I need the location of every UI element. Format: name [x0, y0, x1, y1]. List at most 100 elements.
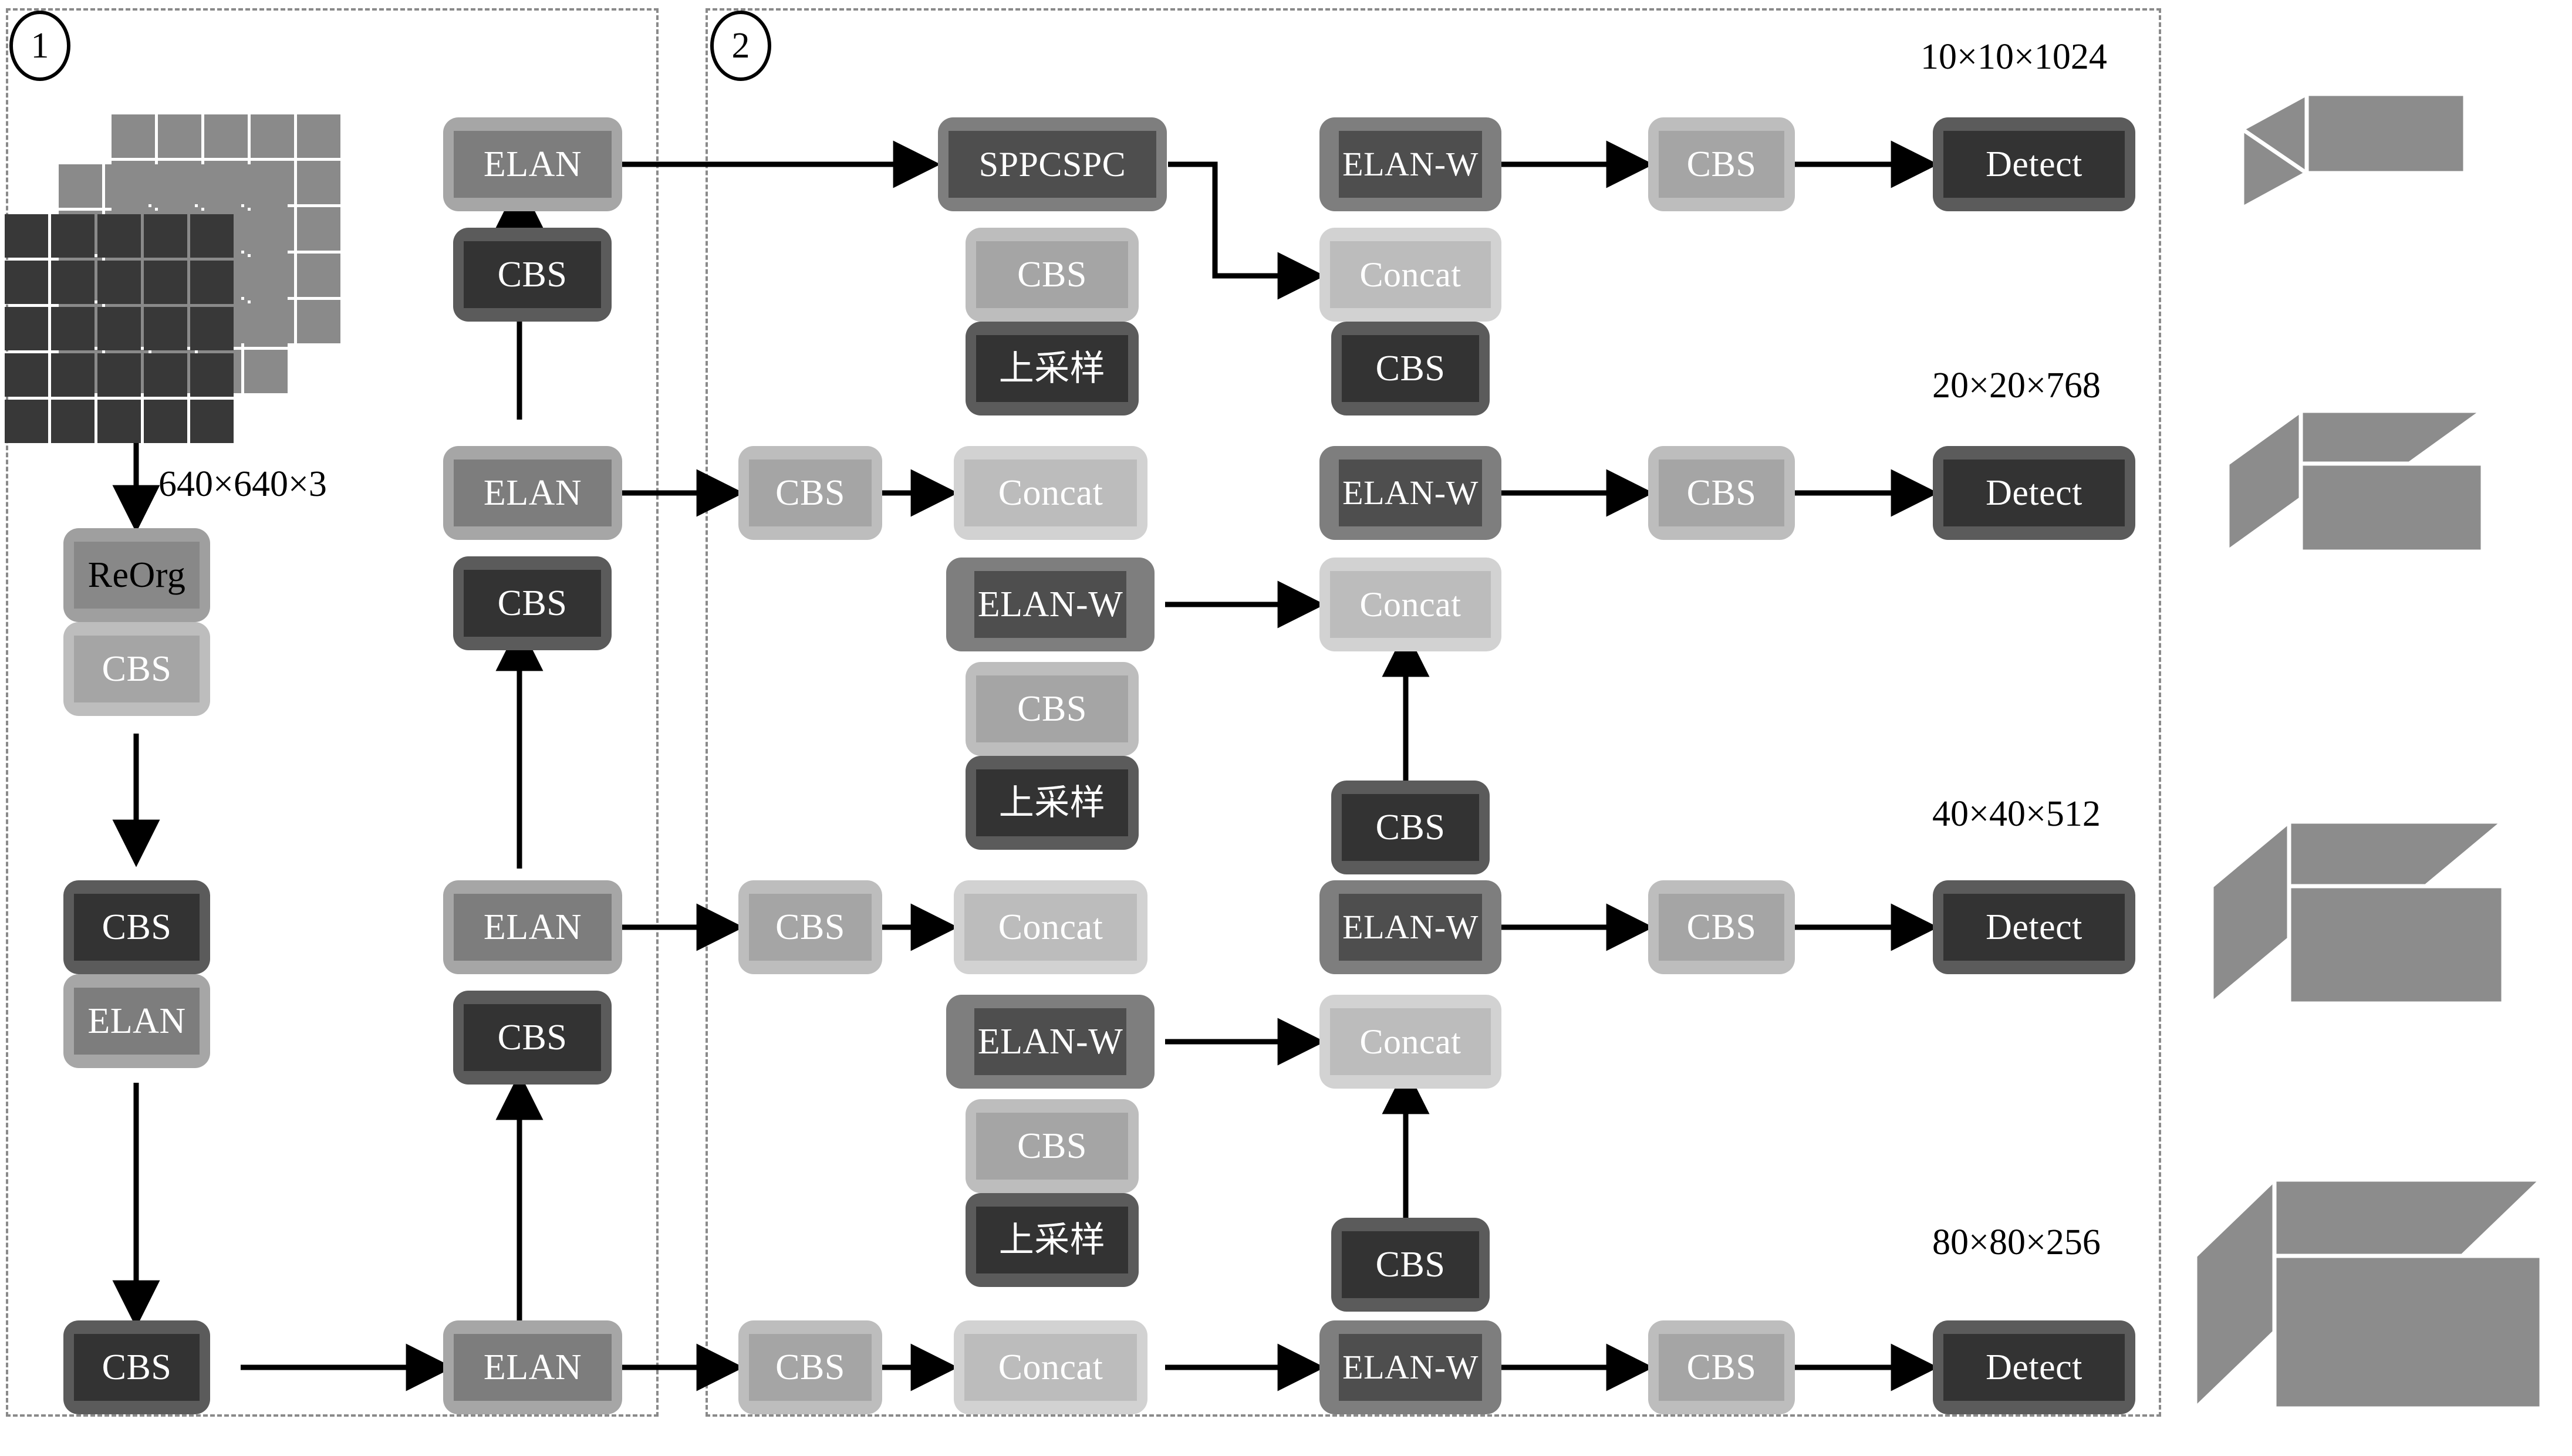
node-elan-s2[interactable]: ELAN	[443, 880, 622, 974]
node-neck-concat-2[interactable]: Concat	[954, 880, 1147, 974]
region-2-frame	[706, 8, 2161, 1417]
tensor-cell	[112, 114, 155, 158]
region-1-marker: 1	[9, 11, 70, 81]
node-detect-2[interactable]: Detect	[1933, 446, 2135, 540]
node-label: CBS	[1659, 460, 1784, 526]
node-neck-cbs-1[interactable]: CBS	[966, 228, 1139, 322]
node-cbs-b1[interactable]: CBS	[63, 880, 210, 974]
tensor-cell	[97, 353, 141, 397]
node-label: ELAN	[454, 131, 612, 198]
output-dim-2: 20×20×768	[1932, 366, 2101, 406]
tensor-cell	[51, 307, 94, 350]
node-label: CBS	[1659, 894, 1784, 961]
node-upsample-1[interactable]: 上采样	[966, 322, 1139, 415]
tensor-cell	[97, 214, 141, 258]
tensor-cell	[97, 261, 141, 304]
node-elan-s1[interactable]: ELAN	[443, 1320, 622, 1414]
node-upsample-2[interactable]: 上采样	[966, 756, 1139, 850]
node-label: ELAN	[74, 988, 200, 1055]
node-cbs-b2[interactable]: CBS	[63, 1320, 210, 1414]
node-label: CBS	[1342, 1231, 1479, 1298]
node-detect-4[interactable]: Detect	[1933, 1320, 2135, 1414]
node-head-cbs-p4[interactable]: CBS	[1331, 781, 1490, 874]
node-elan-s4[interactable]: ELAN	[443, 117, 622, 211]
node-sppcspc[interactable]: SPPCSPC	[938, 117, 1167, 211]
node-detect-3[interactable]: Detect	[1933, 880, 2135, 974]
output-dim-4: 80×80×256	[1932, 1222, 2101, 1262]
node-out-cbs-1[interactable]: CBS	[1648, 117, 1795, 211]
tensor-cell	[251, 114, 294, 158]
node-head-elanw-p3[interactable]: ELAN-W	[1319, 880, 1501, 974]
node-cbs-s2[interactable]: CBS	[453, 991, 612, 1085]
output-dim-1: 10×10×1024	[1920, 37, 2107, 77]
tensor-cell	[190, 214, 234, 258]
node-head-concat-p4[interactable]: Concat	[1319, 558, 1501, 651]
node-detect-1[interactable]: Detect	[1933, 117, 2135, 211]
node-neck-elanw-1[interactable]: ELAN-W	[946, 558, 1155, 651]
node-elan-b1[interactable]: ELAN	[63, 974, 210, 1068]
node-label: CBS	[74, 636, 200, 702]
node-label: CBS	[1342, 335, 1479, 402]
tensor-cell	[204, 114, 248, 158]
region-2-marker: 2	[710, 11, 771, 81]
node-upsample-3[interactable]: 上采样	[966, 1193, 1139, 1287]
tensor-cell	[297, 161, 340, 204]
node-label: CBS	[749, 460, 872, 526]
output-cube-1	[2240, 90, 2468, 212]
node-label: CBS	[74, 1334, 200, 1401]
node-neck-elanw-2[interactable]: ELAN-W	[946, 995, 1155, 1089]
node-head-concat-p3[interactable]: Concat	[1319, 995, 1501, 1089]
node-neck-concat-3[interactable]: Concat	[954, 1320, 1147, 1414]
tensor-cell	[51, 353, 94, 397]
tensor-cell	[190, 353, 234, 397]
node-label: ELAN	[454, 1334, 612, 1401]
node-head-elanw-p2[interactable]: ELAN-W	[1319, 1320, 1501, 1414]
node-label: ELAN-W	[974, 1008, 1127, 1075]
node-label: CBS	[749, 1334, 872, 1401]
node-label: Concat	[1330, 241, 1491, 308]
node-label: ELAN	[454, 460, 612, 526]
node-neck-cbs-2[interactable]: CBS	[966, 662, 1139, 756]
tensor-cell	[97, 400, 141, 443]
node-cbs-s3[interactable]: CBS	[453, 556, 612, 650]
node-lateral-cbs-p2[interactable]: CBS	[738, 1320, 882, 1414]
node-elan-s3[interactable]: ELAN	[443, 446, 622, 540]
tensor-cell	[297, 300, 340, 343]
node-reorg[interactable]: ReOrg	[63, 528, 210, 622]
tensor-cell	[51, 400, 94, 443]
region-2-marker-label: 2	[731, 25, 750, 66]
node-label: ELAN	[454, 894, 612, 961]
node-label: CBS	[464, 570, 601, 637]
tensor-cell	[190, 307, 234, 350]
node-label: CBS	[749, 894, 872, 961]
node-lateral-cbs-p3[interactable]: CBS	[738, 880, 882, 974]
node-head-concat-p5[interactable]: Concat	[1319, 228, 1501, 322]
tensor-cell	[5, 307, 48, 350]
tensor-cell	[5, 214, 48, 258]
tensor-cell	[244, 303, 288, 347]
node-head-cbs-p3[interactable]: CBS	[1331, 1218, 1490, 1312]
tensor-cell	[244, 350, 288, 393]
tensor-cell	[151, 164, 195, 208]
node-out-cbs-3[interactable]: CBS	[1648, 880, 1795, 974]
node-head-elanw-p5[interactable]: ELAN-W	[1319, 117, 1501, 211]
node-cbs-stem[interactable]: CBS	[63, 622, 210, 716]
tensor-cell	[190, 261, 234, 304]
tensor-cell	[244, 164, 288, 208]
node-out-cbs-4[interactable]: CBS	[1648, 1320, 1795, 1414]
node-head-elanw-p4[interactable]: ELAN-W	[1319, 446, 1501, 540]
tensor-cell	[158, 114, 201, 158]
node-neck-concat-1[interactable]: Concat	[954, 446, 1147, 540]
node-label: ELAN-W	[1339, 460, 1482, 526]
node-label: CBS	[1659, 131, 1784, 198]
node-head-cbs-p5[interactable]: CBS	[1331, 322, 1490, 415]
node-neck-cbs-3[interactable]: CBS	[966, 1099, 1139, 1193]
node-label: ELAN-W	[1339, 131, 1482, 198]
tensor-cell	[144, 261, 187, 304]
node-lateral-cbs-p4[interactable]: CBS	[738, 446, 882, 540]
output-cube-4	[2190, 1174, 2547, 1414]
node-out-cbs-2[interactable]: CBS	[1648, 446, 1795, 540]
node-label: ELAN-W	[974, 571, 1127, 638]
node-label: Concat	[964, 460, 1137, 526]
node-cbs-s4[interactable]: CBS	[453, 228, 612, 322]
